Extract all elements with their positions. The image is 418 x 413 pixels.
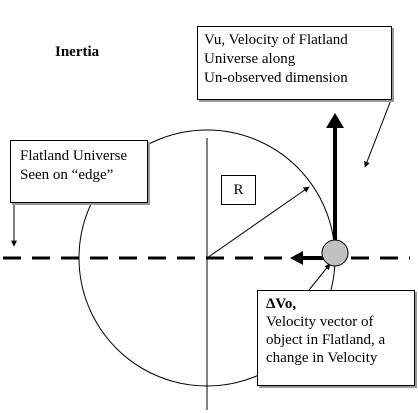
delta-velocity-line: Velocity vector of [266, 314, 374, 330]
vu-pointer [364, 99, 392, 168]
delta-velocity-label-box: ΔVo, Velocity vector of object in Flatla… [257, 290, 415, 386]
diagram-title: Inertia [55, 44, 100, 60]
vu-velocity-arrowhead [326, 113, 344, 128]
delta-pointer [308, 263, 331, 291]
flatland-label-line: Seen on “edge” [20, 167, 114, 183]
delta-velocity-line: object in Flatland, a [266, 332, 386, 348]
radius-label-box: R [221, 175, 256, 205]
vu-label-line: Universe along [204, 51, 296, 67]
delta-velocity-line: change in Velocity [266, 350, 378, 366]
delta-velocity-arrowhead [290, 251, 303, 265]
radius-arrow [206, 186, 310, 259]
delta-velocity-symbol: ΔVo, [266, 296, 297, 312]
vu-label-line: Vu, Velocity of Flatland [204, 32, 348, 48]
object-circle [321, 239, 349, 267]
flatland-label-box: Flatland Universe Seen on “edge” [10, 140, 148, 203]
flatland-label-line: Flatland Universe [20, 148, 128, 164]
vu-label-box: Vu, Velocity of Flatland Universe along … [197, 26, 392, 100]
vu-label-line: Un-observed dimension [204, 70, 348, 86]
